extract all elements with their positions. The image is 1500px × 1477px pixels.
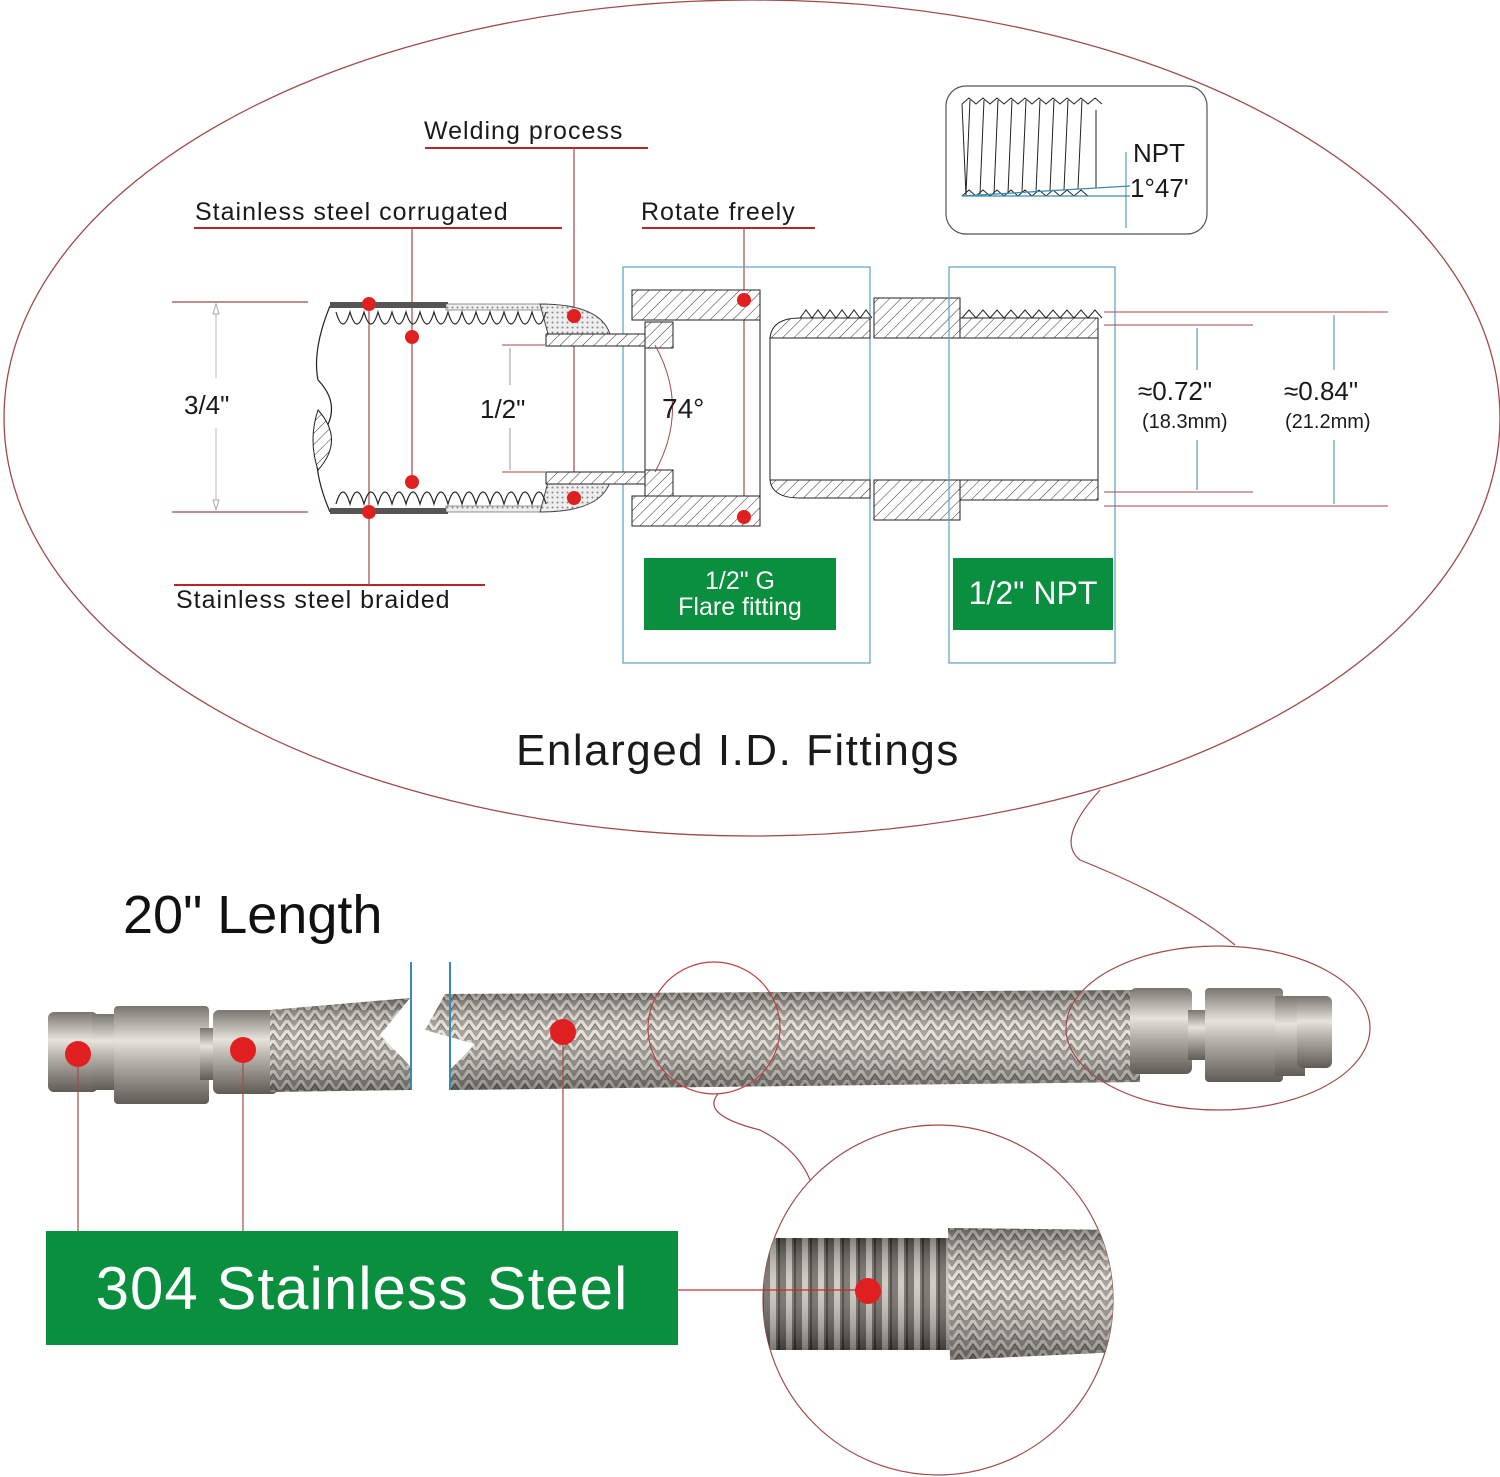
dim-outer-hose-value: 3/4" <box>184 390 229 420</box>
diagram-markers <box>362 293 751 524</box>
npt-inset-label: NPT <box>1133 138 1185 168</box>
braid-zoom-circle <box>647 961 781 1095</box>
length-label: 20" Length <box>123 885 383 945</box>
callout-welding-process: Welding process <box>424 117 623 145</box>
npt-frame <box>948 266 1116 664</box>
adapter-section <box>769 297 1103 521</box>
material-badge-text: 304 Stainless Steel <box>95 1254 629 1322</box>
diagram-title: Enlarged I.D. Fittings <box>516 726 960 775</box>
dim-flare-angle: 74° <box>662 393 704 424</box>
npt-badge-text: 1/2" NPT <box>968 575 1098 612</box>
fitting-zoom-ellipse <box>1065 945 1371 1111</box>
flare-badge-line1: 1/2" G <box>704 566 776 595</box>
callout-ss-corrugated: Stainless steel corrugated <box>195 198 509 226</box>
hose-photo <box>48 962 1332 1104</box>
dim-npt <box>1104 311 1388 507</box>
dim-npt-inner: ≈0.72" <box>1138 376 1212 406</box>
dim-npt-outer-mm: (21.2mm) <box>1285 411 1371 433</box>
flare-fitting-frame <box>622 266 871 664</box>
callout-ss-braided: Stainless steel braided <box>176 586 451 614</box>
diagram-ellipse <box>3 0 1500 837</box>
material-badge: 304 Stainless Steel <box>46 1231 678 1345</box>
flare-badge-line2: Flare fitting <box>678 593 802 621</box>
npt-taper-inset <box>945 85 1208 235</box>
npt-badge: 1/2" NPT <box>953 558 1113 630</box>
dim-npt-inner-mm: (18.3mm) <box>1142 411 1228 433</box>
flare-nut-section <box>545 289 761 527</box>
dim-npt-outer: ≈0.84" <box>1284 376 1358 406</box>
callout-rotate-freely: Rotate freely <box>641 198 796 226</box>
flare-fitting-badge: 1/2" G Flare fitting <box>644 558 836 630</box>
npt-taper-angle: 1°47' <box>1130 173 1189 203</box>
dim-outer-hose <box>172 301 308 513</box>
dim-inner-hose-value: 1/2" <box>480 394 525 424</box>
corrugated-detail-circle <box>762 1124 1114 1476</box>
photo-markers <box>65 1019 881 1304</box>
